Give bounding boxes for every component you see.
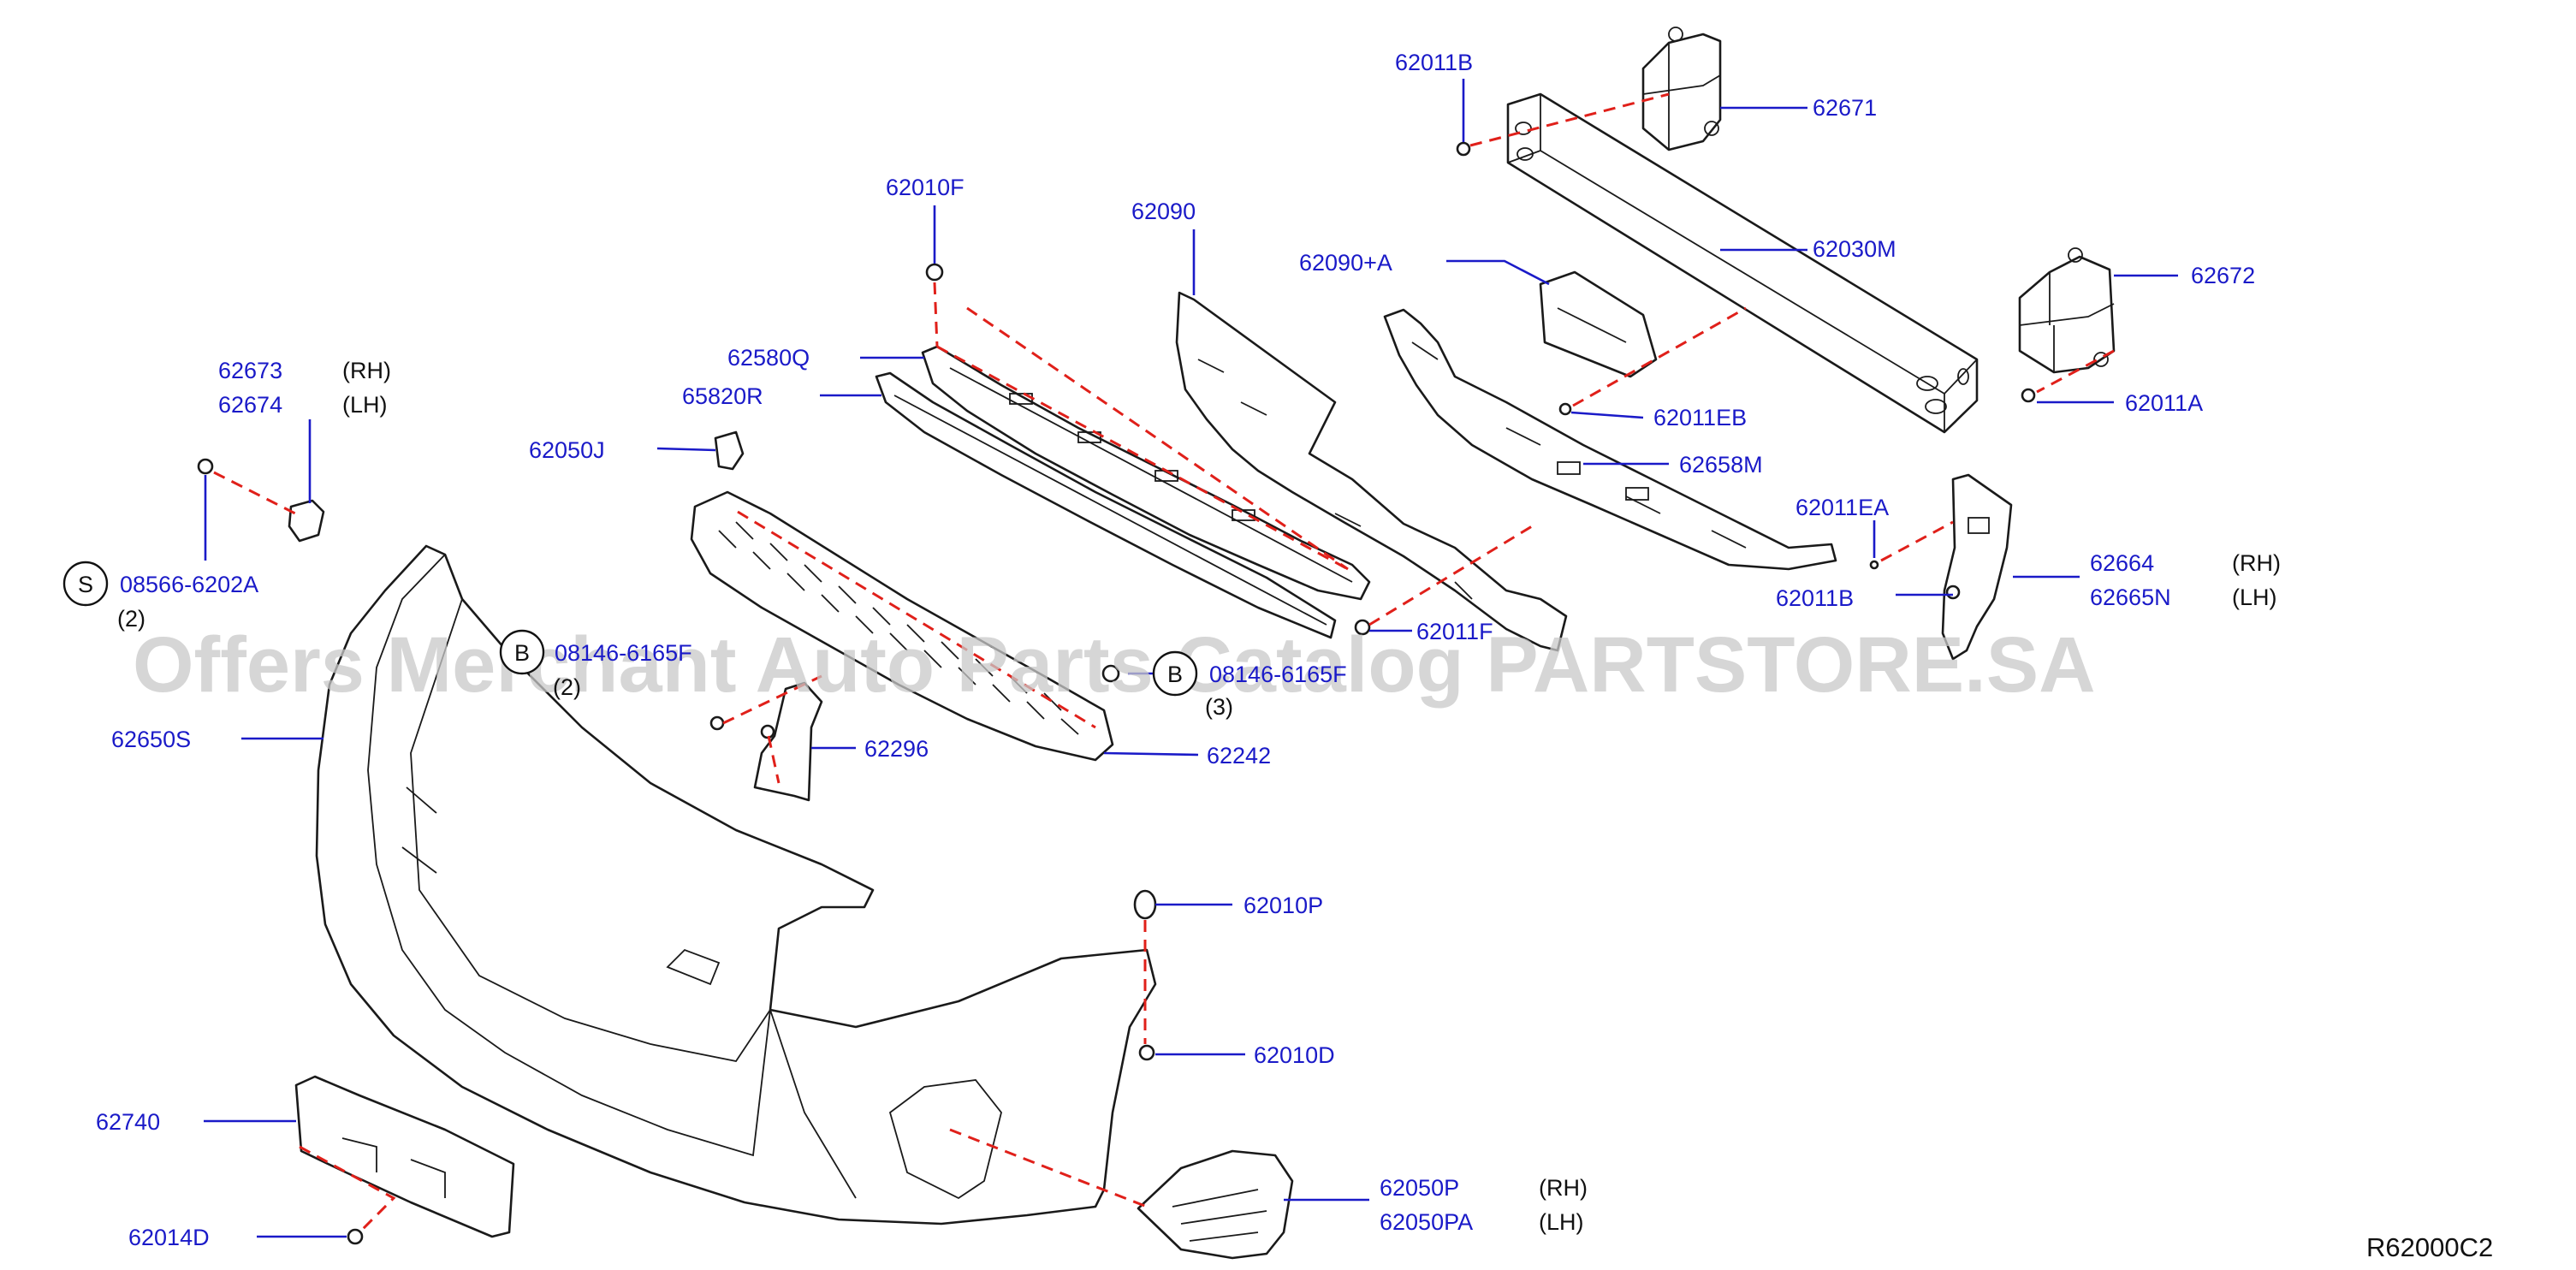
callout-62014d: 62014D [128, 1225, 210, 1250]
callout-62011b-mid: 62011B [1776, 585, 1854, 611]
callout-65820r: 65820R [682, 383, 763, 409]
bolt-62011b-mid [1945, 585, 1961, 600]
part-drawings [197, 27, 2116, 1260]
assembly-lines [213, 92, 2115, 1234]
callout-62658m: 62658M [1679, 452, 1763, 478]
callout-62665n-side: (LH) [2232, 585, 2277, 610]
callout-62050p-side: (RH) [1539, 1175, 1588, 1201]
callout-62011b-top: 62011B [1395, 50, 1473, 75]
callout-08146-right-qty: (3) [1205, 694, 1233, 720]
upper-trim-65820r [875, 371, 1337, 639]
screw-62011ea [1869, 560, 1879, 570]
callout-62010p: 62010P [1243, 893, 1323, 918]
clip-62010f [925, 263, 944, 282]
callout-62030m: 62030M [1813, 236, 1896, 262]
symbol-s-circle [62, 561, 109, 607]
crash-box-62671 [1641, 27, 1722, 151]
callout-62674: 62674 [218, 392, 282, 418]
callout-62050j: 62050J [529, 437, 605, 463]
callout-62671: 62671 [1813, 95, 1877, 121]
bolt-62011a [2021, 388, 2036, 403]
grille-62242 [690, 490, 1114, 762]
bolt-b-left-2 [760, 724, 775, 739]
callout-62673-side: (RH) [342, 358, 391, 383]
upper-support-62580q [921, 345, 1371, 601]
energy-absorber-62090 [1175, 291, 1568, 652]
callout-62011eb: 62011EB [1653, 405, 1747, 430]
callout-62665n: 62665N [2090, 585, 2171, 610]
callout-08566-6202a: 08566-6202A [120, 572, 258, 597]
symbol-b-circle-right [1152, 650, 1198, 697]
callout-62740: 62740 [96, 1109, 160, 1135]
symbol-b-circle-left [499, 629, 545, 675]
clip-62010p [1133, 889, 1157, 920]
callout-08146-left-qty: (2) [553, 674, 581, 700]
fog-cover-62050p [1137, 1149, 1294, 1260]
clip-62010d [1138, 1044, 1155, 1061]
callout-62674-side: (LH) [342, 392, 388, 418]
symbol-s: S [78, 572, 93, 597]
screw-08566 [197, 458, 214, 475]
callout-62242: 62242 [1207, 743, 1271, 769]
callout-62011a: 62011A [2125, 390, 2203, 416]
callout-62580q: 62580Q [727, 345, 810, 371]
callout-62050pa: 62050PA [1380, 1209, 1473, 1235]
bolt-62011b-top [1456, 141, 1471, 157]
callout-62050pa-side: (LH) [1539, 1209, 1584, 1235]
watermark: Offers Merchant Auto Parts Catalog PARTS… [133, 621, 2096, 709]
bolt-b-right [1101, 664, 1120, 683]
callout-62010d: 62010D [1254, 1042, 1335, 1068]
callout-62664-side: (RH) [2232, 550, 2281, 576]
callout-62090: 62090 [1131, 199, 1196, 224]
symbol-b-right: B [1167, 662, 1183, 687]
callout-62050p: 62050P [1380, 1175, 1459, 1201]
callout-62011f: 62011F [1416, 619, 1493, 644]
support-cover-62658m [1383, 308, 1837, 571]
diagram-reference-code: R62000C2 [2366, 1232, 2493, 1262]
bolt-b-left [709, 715, 725, 731]
callout-62650s: 62650S [111, 727, 191, 752]
bracket-62296 [753, 681, 823, 802]
side-bracket-62664 [1941, 473, 2013, 661]
license-bracket-62740 [294, 1075, 515, 1238]
air-guide-62090a [1539, 270, 1658, 378]
callout-62296: 62296 [864, 736, 929, 762]
clip-62050j [714, 430, 745, 471]
callout-62010f: 62010F [886, 175, 965, 200]
callout-62011ea: 62011EA [1795, 495, 1889, 520]
fasteners [197, 141, 2036, 1245]
bolt-62011f [1354, 619, 1371, 636]
callout-08146-right: 08146-6165F [1209, 662, 1347, 687]
callout-62673: 62673 [218, 358, 282, 383]
screw-62014d [347, 1228, 364, 1245]
symbol-b-left: B [514, 640, 530, 666]
callout-62664: 62664 [2090, 550, 2154, 576]
callout-labels: 62011B 62671 62010F 62090 62030M 62090+A… [62, 50, 2493, 1262]
callout-08566-qty: (2) [117, 606, 145, 632]
side-bracket-62673 [288, 499, 325, 543]
callout-62090a: 62090+A [1299, 250, 1392, 276]
bolt-62011eb [1558, 402, 1572, 416]
reinforcement-beam-62030m [1506, 92, 1979, 434]
callout-08146-left: 08146-6165F [555, 640, 692, 666]
callout-62672: 62672 [2191, 263, 2255, 288]
crash-box-62672 [2018, 247, 2116, 374]
